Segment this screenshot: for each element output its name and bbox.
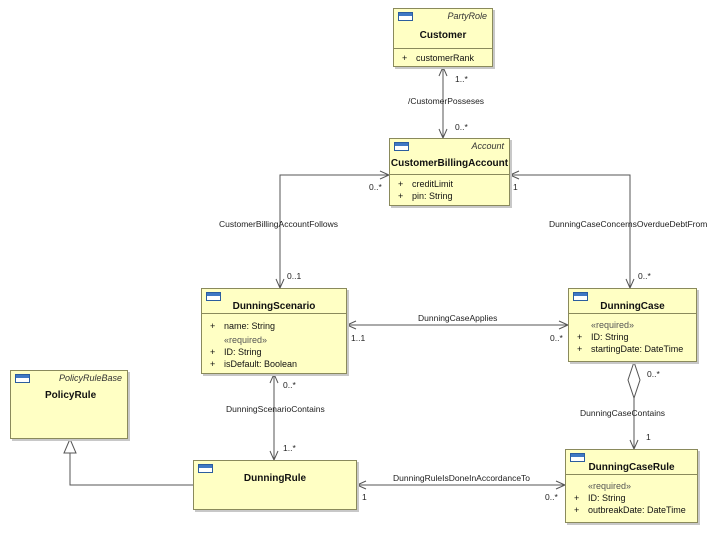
attribute-list: +name: String «required» +ID: String +is… — [202, 314, 346, 373]
arrow-head-concerns-account — [508, 170, 520, 180]
association-name: DunningCaseApplies — [418, 313, 498, 323]
multiplicity-label: 0..* — [369, 182, 382, 192]
attribute: +pin: String — [398, 191, 453, 201]
class-header: PolicyRuleBase PolicyRule — [11, 371, 127, 401]
multiplicity-label: 0..* — [550, 333, 563, 343]
class-name: DunningCaseRule — [588, 462, 675, 473]
class-icon — [573, 292, 588, 301]
assoc-line-concerns — [510, 174, 631, 288]
arrow-head-applies-scenario — [345, 320, 357, 330]
required-stereotype: «required» — [591, 320, 635, 330]
class-name: PolicyRule — [45, 390, 97, 401]
class-stereotype: Account — [471, 141, 504, 151]
class-customer[interactable]: PartyRole Customer +customerRank — [393, 8, 493, 67]
class-dunning-case[interactable]: DunningCase «required» +ID: String +star… — [568, 288, 697, 362]
class-icon — [198, 464, 213, 473]
class-stereotype: PolicyRuleBase — [58, 373, 122, 383]
multiplicity-label: 0..* — [545, 492, 558, 502]
class-icon — [398, 12, 413, 21]
class-dunning-scenario[interactable]: DunningScenario +name: String «required»… — [201, 288, 347, 374]
class-header: DunningScenario — [202, 289, 346, 313]
arrow-head-scenario-top — [269, 372, 279, 384]
attribute-list: +creditLimit +pin: String — [390, 175, 509, 205]
attribute: +creditLimit — [398, 179, 454, 189]
aggregation-diamond — [627, 360, 641, 400]
class-header: DunningCase — [569, 289, 696, 313]
class-header: Account CustomerBillingAccount — [390, 139, 509, 169]
attribute-list: «required» +ID: String +outbreakDate: Da… — [566, 475, 697, 519]
class-icon — [15, 374, 30, 383]
multiplicity-label: 1..* — [283, 443, 296, 453]
attribute: +startingDate: DateTime — [577, 344, 684, 354]
attribute: +customerRank — [402, 53, 475, 63]
attribute: +ID: String — [574, 493, 626, 503]
association-name: DunningScenarioContains — [226, 404, 325, 414]
association-name: CustomerBillingAccountFollows — [219, 219, 339, 229]
class-header: PartyRole Customer — [394, 9, 492, 41]
multiplicity-label: 0..* — [283, 380, 296, 390]
multiplicity-label: 1..* — [455, 74, 468, 84]
required-stereotype: «required» — [588, 481, 632, 491]
generalization-line — [69, 453, 193, 486]
class-icon — [206, 292, 221, 301]
association-name: /CustomerPosseses — [408, 96, 485, 106]
class-icon — [394, 142, 409, 151]
attribute: +name: String — [210, 321, 276, 331]
multiplicity-label: 1 — [513, 182, 518, 192]
multiplicity-label: 0..* — [455, 122, 468, 132]
attribute-list: +customerRank — [394, 49, 492, 67]
class-dunning-case-rule[interactable]: DunningCaseRule «required» +ID: String +… — [565, 449, 698, 523]
multiplicity-label: 1 — [646, 432, 651, 442]
class-header: DunningCaseRule — [566, 450, 697, 474]
class-dunning-rule[interactable]: DunningRule — [193, 460, 357, 510]
class-header: DunningRule — [194, 461, 356, 485]
attribute: +ID: String — [577, 332, 629, 342]
attribute-list: «required» +ID: String +startingDate: Da… — [569, 314, 696, 358]
class-name: CustomerBillingAccount — [390, 158, 509, 169]
class-name: DunningCase — [600, 301, 665, 312]
multiplicity-label: 0..* — [647, 369, 660, 379]
attribute: +isDefault: Boolean — [210, 359, 298, 369]
class-name: DunningScenario — [232, 301, 316, 312]
arrow-head-customer — [438, 65, 448, 77]
attribute: +ID: String — [210, 347, 262, 357]
class-name: Customer — [419, 30, 467, 41]
required-stereotype: «required» — [224, 335, 268, 345]
assoc-line-follows — [279, 174, 389, 288]
multiplicity-label: 1..1 — [351, 333, 366, 343]
multiplicity-label: 0..* — [638, 271, 651, 281]
class-name: DunningRule — [243, 473, 307, 484]
class-stereotype: PartyRole — [447, 11, 487, 21]
multiplicity-label: 1 — [362, 492, 367, 502]
association-name: DunningRuleIsDoneInAccordanceTo — [393, 473, 531, 483]
arrow-head-accordance-rule — [355, 480, 367, 490]
class-policy-rule[interactable]: PolicyRuleBase PolicyRule — [10, 370, 128, 439]
association-name: DunningCaseContains — [580, 408, 666, 418]
class-icon — [570, 453, 585, 462]
multiplicity-label: 0..1 — [287, 271, 302, 281]
generalization-triangle — [63, 437, 77, 454]
association-name: DunningCaseConcernsOverdueDebtFrom — [549, 219, 708, 229]
class-customer-billing-account[interactable]: Account CustomerBillingAccount +creditLi… — [389, 138, 510, 206]
attribute: +outbreakDate: DateTime — [574, 505, 686, 515]
